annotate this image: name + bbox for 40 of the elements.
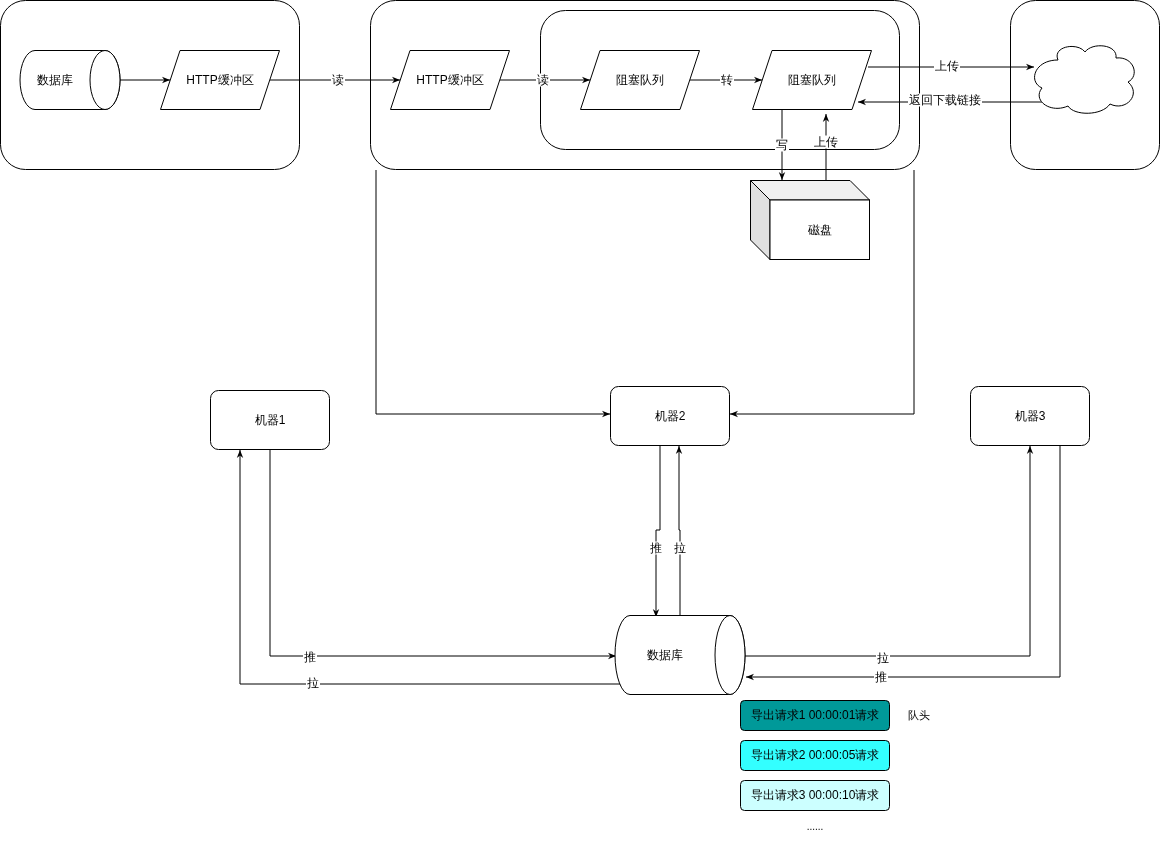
arrow (729, 169, 915, 418)
container-box (1010, 0, 1160, 170)
edge-label: 转 (720, 73, 734, 87)
parallelogram: HTTP缓冲区 (160, 50, 280, 110)
arrow (499, 76, 591, 84)
queue-item: 导出请求2 00:00:05请求 (740, 740, 890, 771)
side-note: 队头 (908, 708, 930, 723)
edge-label: 推 (303, 650, 317, 664)
rounded-box: 机器2 (610, 386, 730, 446)
ellipsis-note: ...... (806, 820, 824, 832)
parallelogram: 阻塞队列 (580, 50, 700, 110)
arrow (375, 169, 611, 418)
container-box (0, 0, 300, 170)
edge-label: 读 (331, 73, 345, 87)
arrow (269, 449, 617, 660)
arrow (269, 76, 401, 84)
edge-label: 拉 (876, 651, 890, 665)
container-box (370, 0, 920, 170)
queue-item: 导出请求3 00:00:10请求 (740, 780, 890, 811)
database-cylinder: 数据库 (615, 615, 745, 695)
edge-label: 上传 (934, 59, 960, 73)
parallelogram: 阻塞队列 (752, 50, 872, 110)
rounded-box: 机器1 (210, 390, 330, 450)
edge-label: 上传 (813, 135, 839, 149)
queue-item: 导出请求1 00:00:01请求 (740, 700, 890, 731)
edge-label: 推 (874, 670, 888, 684)
rounded-box: 机器3 (970, 386, 1090, 446)
arrow (675, 445, 683, 616)
edge-label: 读 (536, 73, 550, 87)
parallelogram: HTTP缓冲区 (390, 50, 510, 110)
edge-label: 写 (775, 138, 789, 152)
edge-label: 拉 (306, 676, 320, 690)
database-cylinder: 数据库 (20, 50, 120, 110)
edge-label: 推 (649, 541, 663, 555)
edge-label: 拉 (673, 541, 687, 555)
arrow (119, 76, 171, 84)
arrow (745, 445, 1061, 681)
arrow (689, 76, 763, 84)
arrow (744, 445, 1034, 657)
edge-label: 返回下载链接 (908, 93, 982, 107)
